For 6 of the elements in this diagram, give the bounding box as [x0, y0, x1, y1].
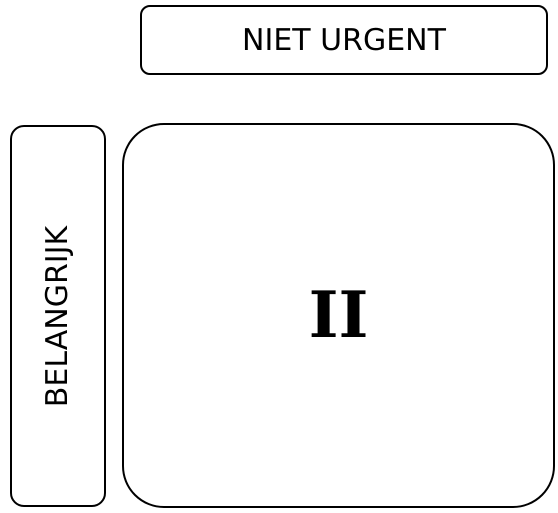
box-label: II — [308, 278, 368, 353]
box-label: NIET URGENT — [242, 22, 446, 58]
box-label: BELANGRIJK — [40, 225, 76, 407]
label-box — [140, 5, 548, 75]
label-box — [10, 125, 106, 507]
label-box — [122, 123, 555, 508]
